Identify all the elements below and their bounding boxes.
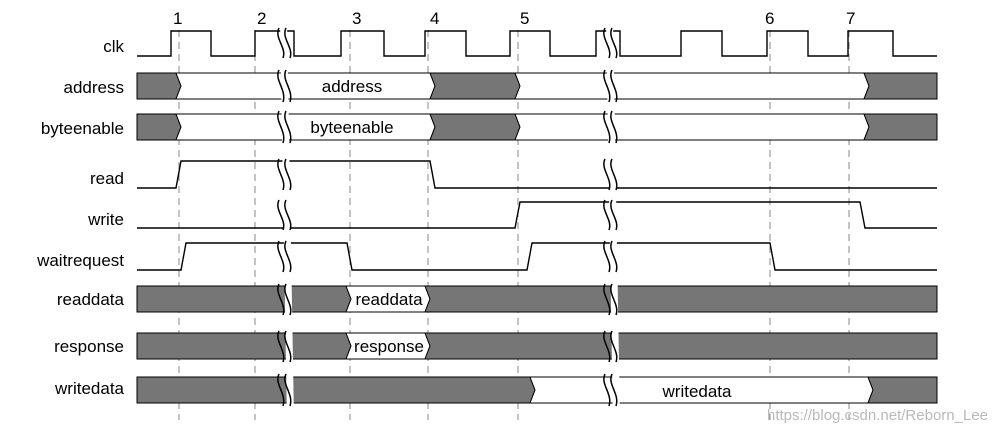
watermark: https://blog.csdn.net/Reborn_Lee [767, 407, 988, 424]
edge-number-3: 3 [352, 9, 361, 28]
waveform-read [137, 160, 937, 189]
bus-label-address: address [322, 77, 382, 96]
waveform-clk [137, 30, 937, 57]
signal-labels: clk address byteenable read write waitre… [36, 37, 124, 398]
bus-address: address [136, 72, 938, 100]
edge-numbers: 1 2 3 4 5 6 7 [173, 9, 855, 28]
bus-response: response [136, 332, 938, 360]
signal-label-write: write [87, 210, 124, 229]
signal-label-byteenable: byteenable [41, 119, 124, 138]
bus-label-response: response [354, 337, 424, 356]
signal-label-writedata: writedata [54, 379, 125, 398]
bus-label-readdata: readdata [355, 290, 423, 309]
edge-number-5: 5 [520, 9, 529, 28]
bus-label-byteenable: byteenable [310, 118, 393, 137]
time-break-left [277, 20, 294, 420]
time-break-right [603, 20, 620, 420]
edge-number-6: 6 [765, 9, 774, 28]
signal-label-readdata: readdata [57, 290, 125, 309]
bus-byteenable: byteenable [136, 113, 938, 141]
bus-writedata: writedata [136, 376, 938, 404]
edge-number-1: 1 [173, 9, 182, 28]
bus-readdata: readdata [136, 285, 938, 313]
signal-label-waitrequest: waitrequest [36, 251, 124, 270]
bus-label-writedata: writedata [662, 382, 733, 401]
edge-number-2: 2 [257, 9, 266, 28]
signal-label-clk: clk [103, 37, 124, 56]
waveform-waitrequest [137, 242, 937, 271]
waveform-write [137, 201, 937, 229]
signal-label-read: read [90, 169, 124, 188]
edge-number-4: 4 [430, 9, 439, 28]
signal-label-response: response [54, 337, 124, 356]
edge-number-7: 7 [846, 9, 855, 28]
signal-label-address: address [64, 78, 124, 97]
